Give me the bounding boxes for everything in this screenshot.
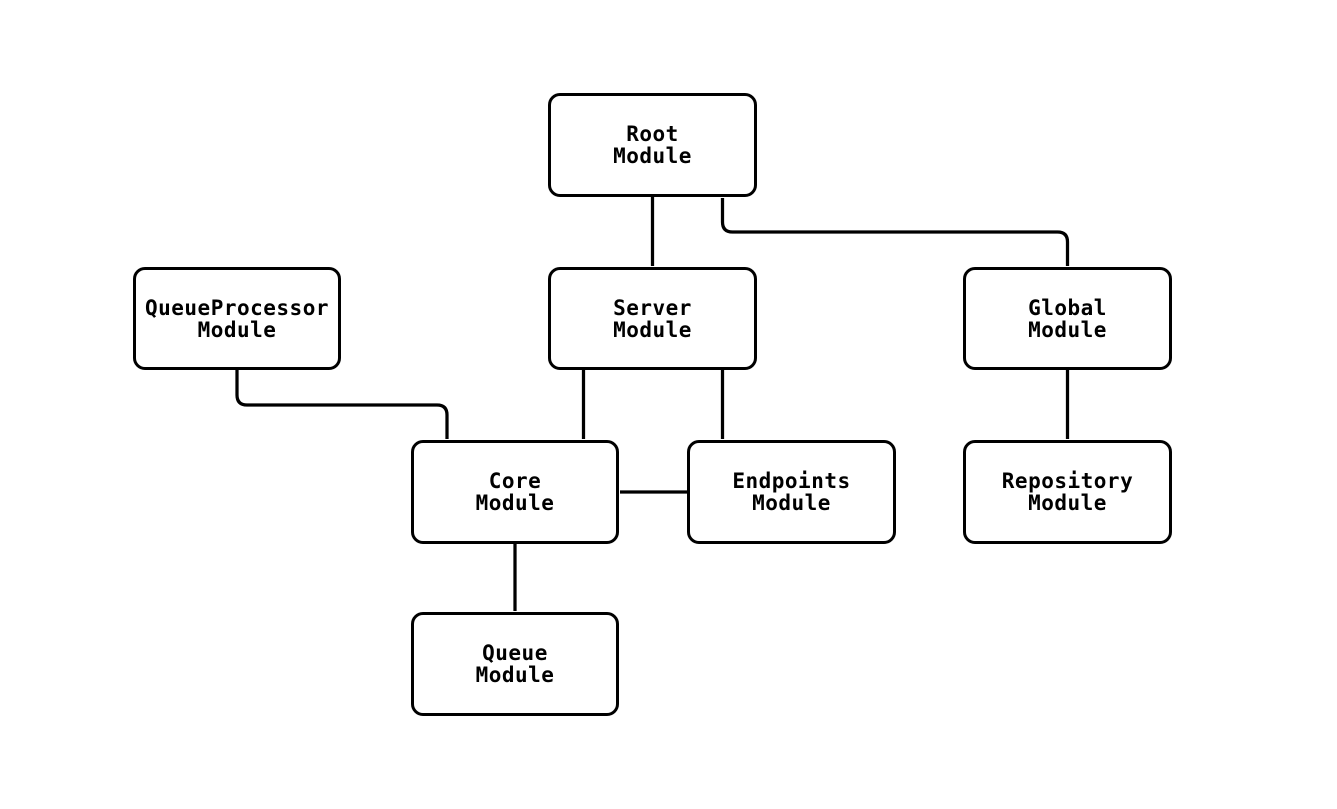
node-core-module-label: Core Module <box>475 469 555 515</box>
node-queue-module: Queue Module <box>411 612 619 716</box>
node-server-module: Server Module <box>548 267 757 370</box>
node-root-module: Root Module <box>548 93 757 197</box>
node-queue-module-label: Queue Module <box>475 641 555 687</box>
node-queueprocessor-module-label: QueueProcessor Module <box>144 295 329 342</box>
node-global-module: Global Module <box>963 267 1172 370</box>
node-server-module-label: Server Module <box>613 295 692 342</box>
node-endpoints-module-label: Endpoints Module <box>732 469 851 515</box>
node-global-module-label: Global Module <box>1028 295 1107 342</box>
edge-root-to-global <box>720 198 1070 266</box>
node-endpoints-module: Endpoints Module <box>687 440 896 544</box>
node-repository-module-label: Repository Module <box>1001 469 1134 515</box>
node-core-module: Core Module <box>411 440 619 544</box>
node-queueprocessor-module: QueueProcessor Module <box>133 267 341 370</box>
node-repository-module: Repository Module <box>963 440 1172 544</box>
node-root-module-label: Root Module <box>613 122 692 168</box>
edge-queueprocessor-to-core <box>235 370 449 439</box>
